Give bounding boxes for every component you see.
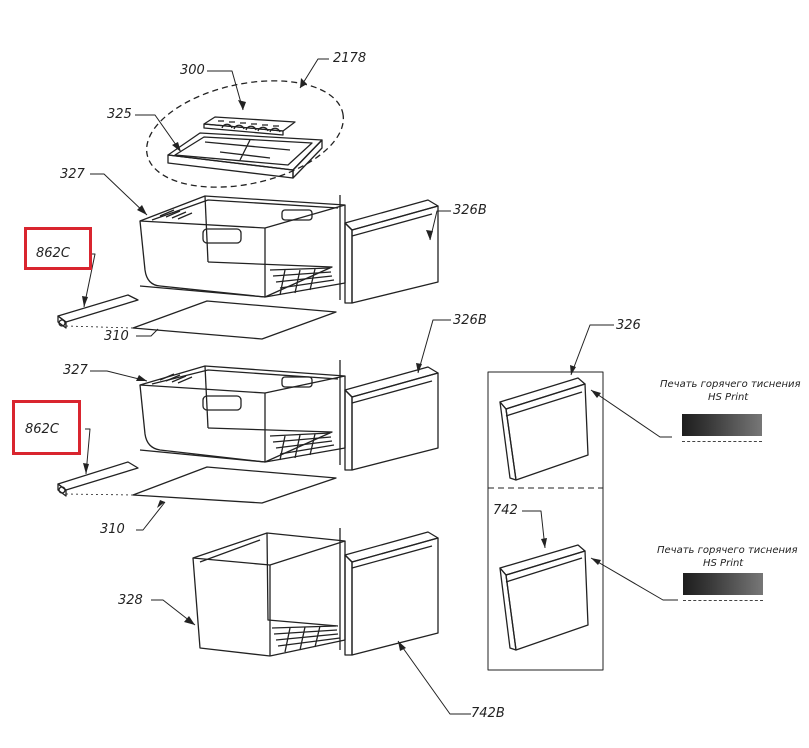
drawer-328 bbox=[192, 532, 346, 657]
assembly-2178-boundary bbox=[145, 80, 345, 188]
label-327-upper: 327 bbox=[60, 167, 85, 182]
label-325: 325 bbox=[107, 107, 132, 122]
tray-325 bbox=[167, 132, 323, 179]
label-328: 328 bbox=[118, 593, 143, 608]
hs-print-caption-lower: Печать горячего тиснения bbox=[657, 545, 798, 556]
front-panel-742-variant bbox=[499, 544, 589, 651]
front-panel-326B-lower bbox=[339, 360, 439, 471]
hs-print-swatch-lower bbox=[683, 573, 763, 601]
front-panel-326B-upper bbox=[339, 195, 439, 304]
label-310-upper: 310 bbox=[104, 329, 129, 344]
label-862C-lower: 862C bbox=[25, 422, 59, 437]
glass-shelf-310-upper bbox=[132, 300, 337, 340]
rail-862C-lower bbox=[57, 461, 139, 497]
label-862C-upper: 862C bbox=[36, 246, 70, 261]
label-310-lower: 310 bbox=[100, 522, 125, 537]
drawer-327-lower bbox=[139, 365, 346, 463]
hs-print-subcaption-lower: HS Print bbox=[703, 558, 744, 569]
egg-tray-300 bbox=[203, 116, 296, 136]
label-742: 742 bbox=[493, 503, 518, 518]
hs-print-swatch-upper bbox=[682, 414, 762, 442]
rail-862C-upper bbox=[57, 294, 139, 329]
label-326B-upper: 326B bbox=[453, 203, 487, 218]
label-742B: 742B bbox=[471, 706, 505, 721]
front-panel-326-variant bbox=[499, 377, 589, 481]
label-326: 326 bbox=[616, 318, 641, 333]
hs-print-caption-upper: Печать горячего тиснения bbox=[660, 379, 801, 390]
label-327-lower: 327 bbox=[63, 363, 88, 378]
highlight-862C-upper bbox=[24, 227, 92, 270]
front-panel-742B bbox=[339, 528, 439, 656]
projection-lines bbox=[65, 325, 134, 496]
label-2178: 2178 bbox=[333, 51, 367, 66]
drawer-327-upper bbox=[139, 195, 346, 298]
hs-print-subcaption-upper: HS Print bbox=[708, 392, 749, 403]
label-326B-lower: 326B bbox=[453, 313, 487, 328]
highlight-862C-lower bbox=[12, 400, 81, 455]
leader-arrowheads bbox=[82, 78, 601, 651]
variant-box bbox=[487, 371, 604, 671]
label-300: 300 bbox=[180, 63, 205, 78]
glass-shelf-310-lower bbox=[132, 466, 337, 504]
leader-lines bbox=[83, 58, 678, 715]
